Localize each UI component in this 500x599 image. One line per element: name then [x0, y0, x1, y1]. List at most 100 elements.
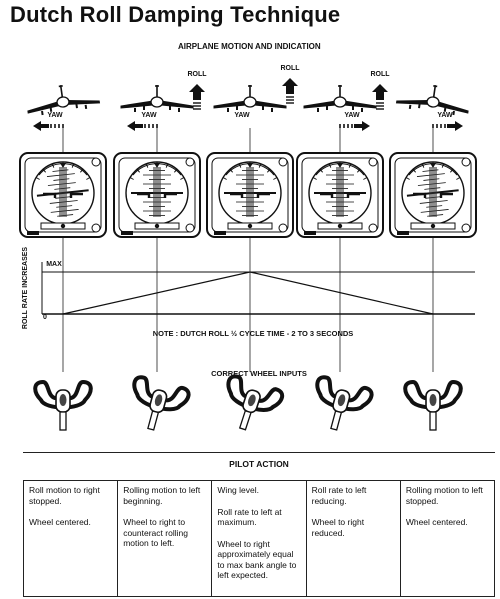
- pilot-text: Roll rate to left at maximum.: [217, 506, 282, 528]
- aircraft-symbol: [320, 192, 360, 198]
- slip-ball: [247, 223, 253, 229]
- wing-shape: [27, 99, 101, 114]
- tail-fin: [432, 85, 438, 98]
- attitude-indicator-icon: [389, 152, 477, 238]
- fuselage-shape: [150, 96, 164, 108]
- wing-shape: [213, 100, 287, 109]
- instrument-bezel: [118, 157, 196, 233]
- bank-tick: [312, 177, 317, 180]
- pilot-action-title: PILOT ACTION: [229, 459, 289, 469]
- wheel-column: [429, 411, 437, 431]
- aircraft-symbol: [43, 192, 83, 198]
- bank-tick: [319, 168, 324, 173]
- aircraft-symbol: [137, 192, 177, 198]
- pilot-column-2: Rolling motion to left beginning. Wheel …: [118, 481, 213, 596]
- control-wheel-icon: [132, 375, 191, 431]
- instrument-knob: [185, 223, 195, 233]
- wing-shape: [120, 100, 194, 109]
- bank-tick: [229, 168, 234, 173]
- slip-ball: [60, 223, 66, 229]
- control-wheel-icon: [33, 379, 93, 431]
- yaw-label: YAW: [234, 112, 250, 119]
- control-wheel-icon: [315, 375, 374, 431]
- flight-director-bar: [59, 167, 67, 217]
- yaw-arrow-icon: [354, 121, 370, 131]
- wheel-column: [147, 410, 160, 431]
- bank-tick: [328, 163, 332, 168]
- pilot-text: Wheel to right to counteract rolling mot…: [123, 517, 188, 548]
- pilot-text: Rolling motion to left stopped.: [405, 485, 483, 506]
- pilot-action-section: PILOT ACTION Roll motion to right stoppe…: [23, 452, 495, 597]
- control-wheel-icon: [403, 379, 463, 431]
- attitude-indicator-icon: [19, 152, 107, 238]
- slip-ball: [154, 223, 160, 229]
- wheel-hub-center: [429, 394, 437, 406]
- instrument-label-plate: [304, 231, 316, 235]
- bank-tick: [258, 163, 262, 168]
- instrument-knob: [278, 157, 288, 167]
- pilot-text: Roll motion to right stopped.: [29, 485, 100, 506]
- wheel-column: [330, 410, 343, 431]
- pilot-text: Wheel centered.: [405, 517, 468, 527]
- aircraft-symbol: [413, 192, 453, 198]
- instrument-bezel: [24, 157, 102, 233]
- bank-tick: [266, 168, 271, 173]
- tail-fin: [248, 85, 252, 97]
- bank-pointer: [60, 163, 66, 168]
- wheel-hub-center: [59, 394, 67, 406]
- roll-label: ROLL: [370, 71, 390, 78]
- fuselage-shape: [333, 96, 347, 108]
- bank-tick: [449, 168, 454, 173]
- attitude-indicator-icon: [206, 152, 294, 238]
- instrument-knob: [91, 223, 101, 233]
- bank-pointer: [337, 163, 343, 168]
- instrument-bezel: [301, 157, 379, 233]
- roll-arrow-icon: [189, 84, 205, 100]
- yaw-arrow-icon: [127, 121, 143, 131]
- wheel-horns: [226, 374, 285, 410]
- bank-tick: [412, 168, 417, 173]
- instrument-knob: [368, 157, 378, 167]
- bank-tick: [180, 177, 185, 180]
- wheel-hub-center: [248, 394, 256, 407]
- wheel-hub-center: [154, 394, 163, 407]
- pilot-column-3: Wing level. Roll rate to left at maximum…: [212, 481, 307, 596]
- bank-tick: [136, 168, 141, 173]
- bank-tick: [222, 177, 227, 180]
- engine-pods: [41, 104, 88, 116]
- bank-tick: [363, 177, 368, 180]
- tail-fin: [58, 85, 64, 98]
- page-title: Dutch Roll Damping Technique: [10, 2, 341, 27]
- bank-tick: [405, 177, 410, 180]
- instrument-knob: [91, 157, 101, 167]
- instrument-bezel: [394, 157, 472, 233]
- bank-tick: [79, 168, 84, 173]
- wheel-column: [59, 411, 67, 431]
- pilot-column-4: Roll rate to left reducing. Wheel to rig…: [307, 481, 401, 596]
- instrument-knob: [461, 223, 471, 233]
- pilot-text: Wheel to right approximately equal to ma…: [217, 538, 297, 581]
- graph-ylabel: ROLL RATE INCREASES: [22, 247, 29, 330]
- yaw-label: YAW: [141, 112, 157, 119]
- engine-pods: [317, 106, 363, 112]
- wheel-horns: [315, 375, 374, 408]
- yaw-arrow-icon: [33, 121, 49, 131]
- pilot-text: Wheel centered.: [29, 517, 91, 527]
- engine-pods: [227, 106, 273, 112]
- roll-rate-curve: [62, 271, 434, 315]
- bank-tick: [51, 163, 55, 168]
- flight-director-bar: [336, 167, 344, 217]
- pilot-action-table: Roll motion to right stopped. Wheel cent…: [23, 480, 495, 597]
- wheel-horns: [33, 379, 93, 402]
- pilot-column-1: Roll motion to right stopped. Wheel cent…: [24, 481, 119, 596]
- engine-pods: [408, 104, 455, 116]
- flight-director-bar: [153, 167, 161, 217]
- wheel-section-title: CORRECT WHEEL INPUTS: [211, 369, 307, 378]
- bank-pointer: [430, 163, 436, 168]
- motion-section-title: AIRPLANE MOTION AND INDICATION: [178, 42, 321, 51]
- bank-pointer: [247, 163, 253, 168]
- instrument-knob: [368, 223, 378, 233]
- instrument-bezel: [211, 157, 289, 233]
- bank-tick: [356, 168, 361, 173]
- instrument-knob: [185, 157, 195, 167]
